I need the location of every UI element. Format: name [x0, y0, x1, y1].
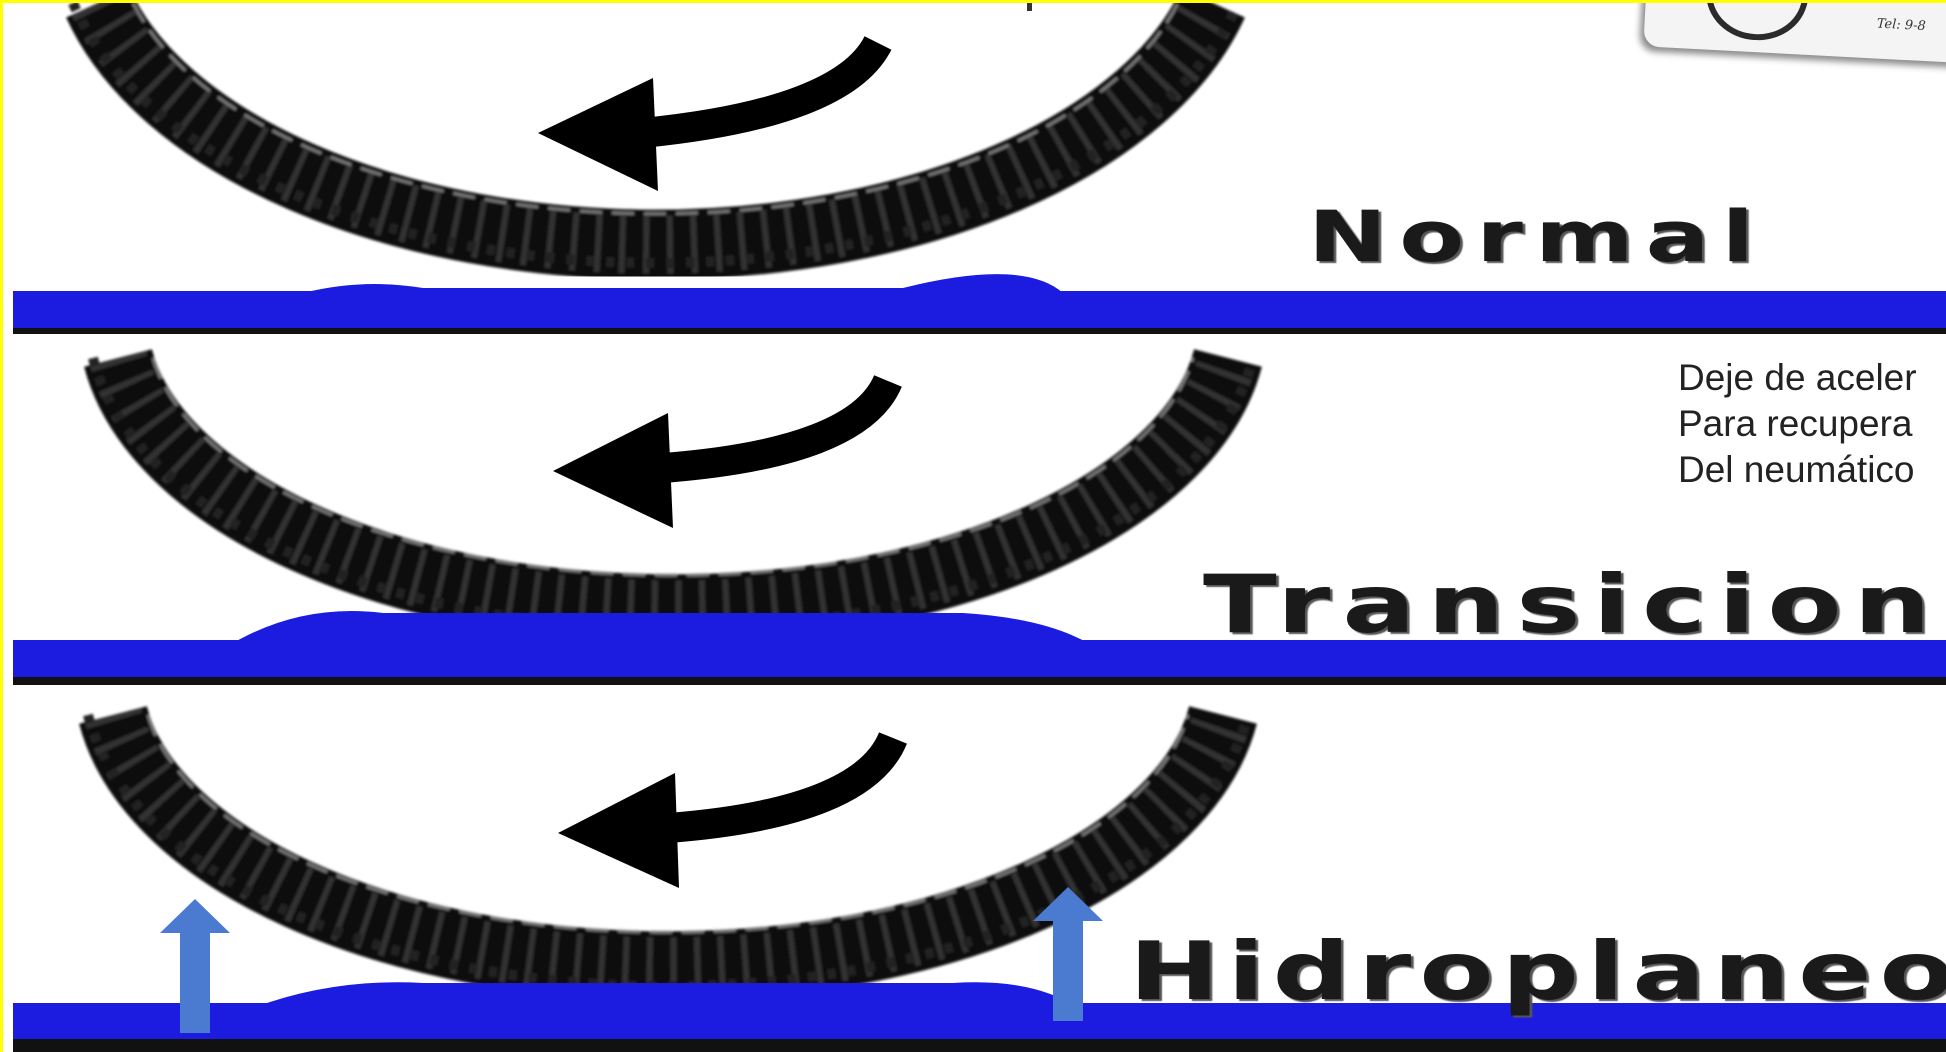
advice-line: Para recupera [1678, 401, 1917, 447]
advice-line: Deje de aceler [1678, 355, 1917, 401]
stage-label-normal: Normal [1308, 196, 1766, 278]
advice-line: Del neumático [1678, 447, 1917, 493]
logo-text: Tel: 9-8 [1876, 17, 1926, 35]
rotation-arrow-icon [538, 43, 878, 191]
rotation-arrow-icon [558, 738, 893, 888]
stage-label-hidroplaneo: Hidroplaneo [1129, 925, 1946, 1018]
hydroplaning-diagram [3, 3, 1946, 1052]
logo-ring-icon [1704, 3, 1811, 43]
top-marker [1027, 3, 1032, 11]
water-film-transicion [233, 611, 1088, 643]
advice-note: Deje de aceler Para recupera Del neumáti… [1678, 355, 1917, 493]
rotation-arrow-icon [553, 381, 888, 528]
stage-normal [13, 3, 1946, 334]
tire-transicion [93, 358, 1253, 629]
slide: Normal Transicion Hidroplaneo Deje de ac… [3, 3, 1946, 1052]
stage-label-transicion: Transicion [1203, 558, 1943, 651]
water-road-normal [13, 291, 1946, 331]
